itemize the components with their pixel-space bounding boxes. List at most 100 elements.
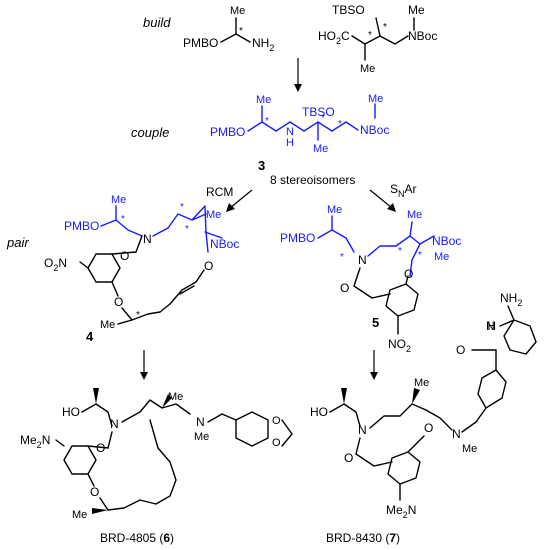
ho2c-carbon: C <box>341 29 350 43</box>
acid-star-2: * <box>383 22 387 33</box>
c6-wedge-1 <box>93 388 99 404</box>
c5-nboc-label: NBoc <box>432 234 461 248</box>
reagent-snar: SNAr <box>390 182 417 199</box>
c4-methyl2-label: Me <box>206 209 221 221</box>
c5-no2-sub: 2 <box>406 344 411 354</box>
c4-o2n-label: O2N <box>44 256 67 273</box>
compound-6-structure: HO N Me N Me O O O Me2N O Me <box>20 388 293 521</box>
c3-methyl2-label: Me <box>313 143 328 155</box>
c6-amine-me: Me <box>194 431 209 443</box>
c5-aryl-ring <box>385 283 419 317</box>
c4-methyl2-bond <box>191 213 207 221</box>
c6-me2n-sub: 2 <box>37 440 42 450</box>
arrowhead-build-to-couple <box>294 84 302 92</box>
c6-top-chain <box>81 403 113 427</box>
c4-aryl-ring <box>87 253 121 283</box>
compound-5-number: 5 <box>372 315 379 330</box>
c6-me2n-n: N <box>42 433 51 447</box>
c6-aryl-o-bond <box>87 473 95 487</box>
compound-7-label: BRD-8430 (7) <box>326 531 400 545</box>
c6-ring-chain <box>121 399 191 423</box>
c5-pmbo-label: PMBO <box>280 231 315 245</box>
c7-ring-chain <box>369 403 427 429</box>
c4-star-4: * <box>136 310 140 321</box>
arrow-to-compound-5 <box>369 189 393 209</box>
c6-me2n-label: Me2N <box>20 433 50 450</box>
c5-methyl1-label: Me <box>327 204 342 216</box>
compound-6-label: BRD-4805 (6) <box>100 531 174 545</box>
pmbo-label: PMBO <box>183 36 218 50</box>
c6-methyl-label: Me <box>168 391 183 403</box>
snar-ar: Ar <box>405 182 417 196</box>
c7-wedge-1 <box>341 388 347 404</box>
c7-name: BRD-8430 ( <box>326 531 389 545</box>
c7-aryl-ring <box>387 451 421 485</box>
arrowhead-to-compound-4 <box>226 203 235 212</box>
reagent-rcm: RCM <box>206 185 233 199</box>
c7-anilide-bond <box>499 319 515 327</box>
c4-aryl-carbonyl-bond <box>111 251 137 255</box>
c3-nboc-label: NBoc <box>360 123 389 137</box>
c3-pmbo-label: PMBO <box>210 125 245 139</box>
c7-amine-chain <box>425 409 453 431</box>
c4-top-chain <box>100 219 143 237</box>
c4-aryl-o-bond <box>111 281 119 297</box>
c6-nme2-bond <box>55 439 65 447</box>
c4-olefin-chain <box>159 269 205 313</box>
c4-amide-bond <box>135 235 143 253</box>
compound-5-structure: PMBO Me * N Me * * NBoc Me O O NO2 <box>280 204 461 354</box>
c6-aryl-o: O <box>90 485 99 499</box>
c3-tbso-label: TBSO <box>302 105 335 119</box>
c6-bottom-methyl: Me <box>72 509 87 521</box>
c3-star-3: * <box>338 119 342 130</box>
nh2-text: NH <box>252 36 269 50</box>
c7-amide-o: O <box>456 343 465 357</box>
c6-macrocycle-chain <box>99 419 177 511</box>
arrowhead-to-compound-5 <box>387 203 396 212</box>
c5-amide-bond <box>353 267 361 287</box>
tbso-label: TBSO <box>332 3 365 17</box>
c4-methyl3-label: Me <box>100 319 115 331</box>
stereocenter-star: * <box>239 26 243 37</box>
c7-me2n-me: Me <box>386 503 403 517</box>
c3-methyl1-label: Me <box>256 94 271 106</box>
ho2c-text: HO <box>318 29 336 43</box>
c7-benzyl-chain <box>355 453 393 467</box>
c6-dioxole-o1: O <box>272 415 281 427</box>
c6-wedge-2 <box>162 394 172 408</box>
c5-methyl2-label: Me <box>407 209 422 221</box>
arrowhead-to-compound-7 <box>370 372 378 380</box>
c4-olefin-double <box>179 285 195 295</box>
step-label-build: build <box>143 15 171 30</box>
c7-aryl-o-bond <box>407 435 425 453</box>
ho2c-label: HO2C <box>318 29 350 46</box>
acid-star-1: * <box>368 30 372 41</box>
amine-chain-bonds <box>220 33 251 43</box>
c5-star-1: * <box>340 252 344 263</box>
c6-dioxole-bridge <box>281 419 293 447</box>
c7-nh2-sub: 2 <box>517 298 522 308</box>
c5-n-label: N <box>358 253 367 267</box>
c7-n-label: N <box>358 423 367 437</box>
c4-o2n-sub: 2 <box>53 263 58 273</box>
c4-o-label: O <box>204 259 213 273</box>
c6-aryl-carbonyl-bond <box>87 445 109 449</box>
building-block-amine: PMBO Me * NH2 <box>183 5 274 53</box>
c3-h-label: H <box>286 137 294 149</box>
c4-o2n-n: N <box>58 256 67 270</box>
c4-nboc-label: NBoc <box>210 237 239 251</box>
nh2-subscript: 2 <box>269 43 274 53</box>
c7-close: ) <box>396 531 400 545</box>
c3-star-1: * <box>265 116 269 127</box>
c6-me2n-me: Me <box>20 433 37 447</box>
c4-methyl1-label: Me <box>111 194 126 206</box>
compound-3-number: 3 <box>258 158 265 173</box>
arrowhead-to-compound-6 <box>140 372 148 380</box>
c4-nboc-chain <box>204 231 223 239</box>
c5-nme-label: Me <box>434 251 449 263</box>
c4-star-3: * <box>185 224 189 235</box>
c7-me2n-label: Me2N <box>386 503 416 520</box>
acid-methyl-label: Me <box>360 63 375 75</box>
c3-nme-label: Me <box>368 93 383 105</box>
